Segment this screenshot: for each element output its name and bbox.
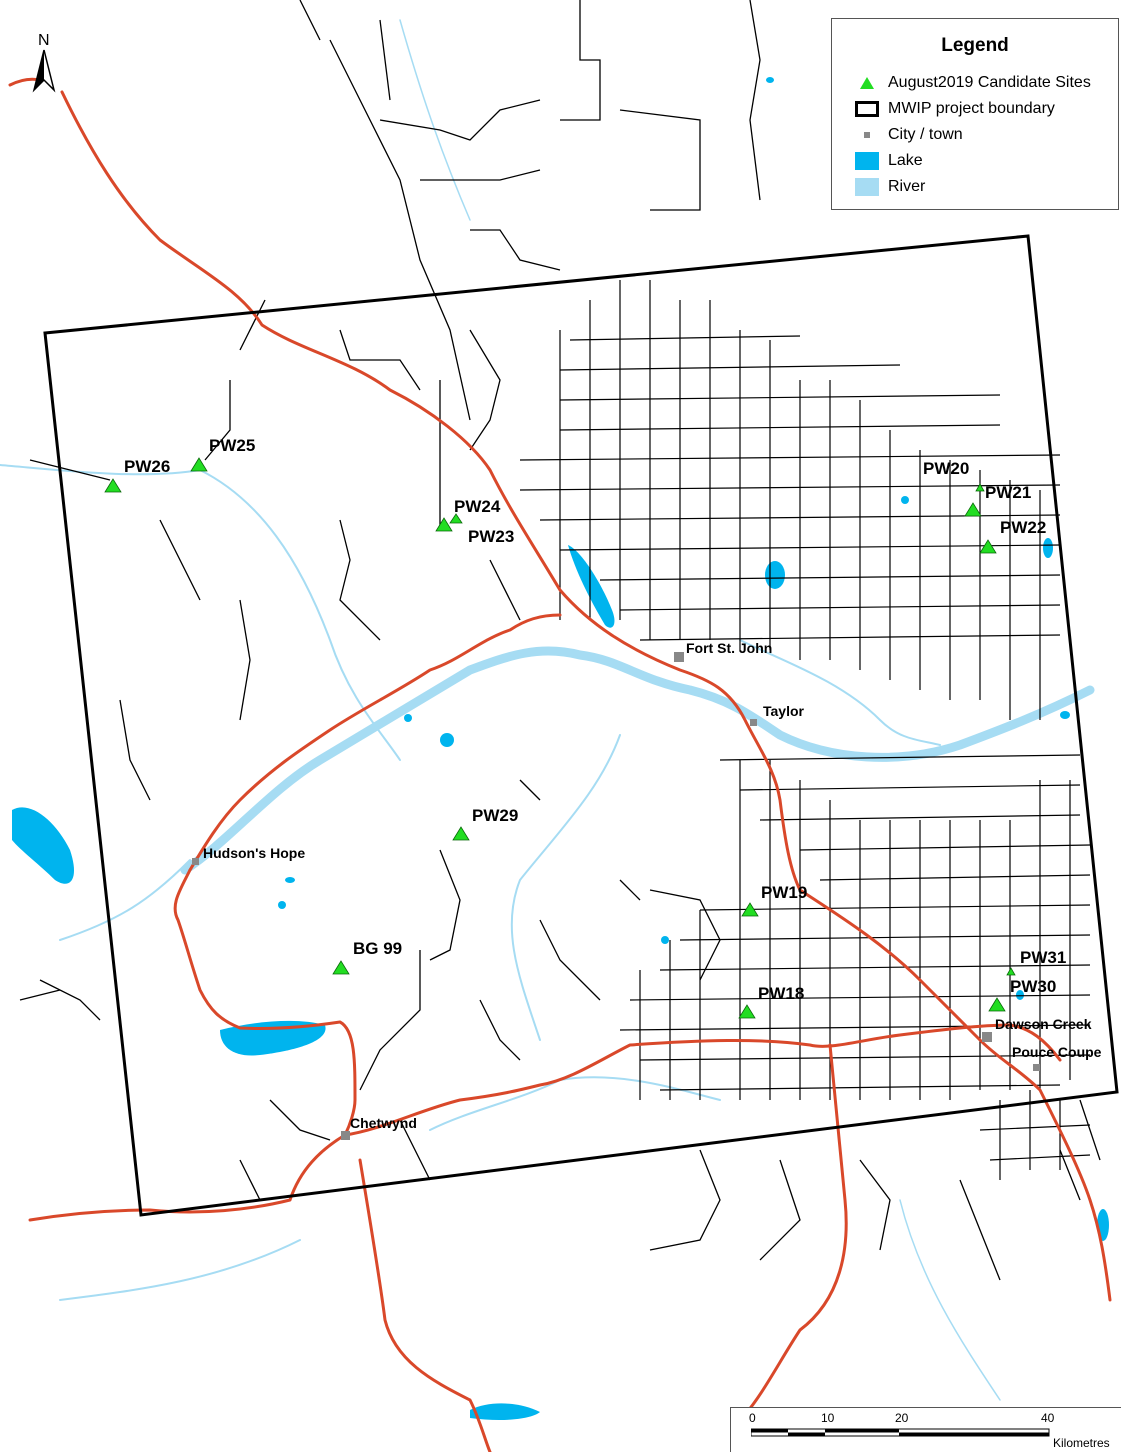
site-label-pw30: PW30 xyxy=(1010,977,1056,996)
pond-1 xyxy=(404,714,412,722)
town-label-fort-st-john: Fort St. John xyxy=(686,640,772,656)
site-label-pw26: PW26 xyxy=(124,457,170,476)
river-trib-5 xyxy=(429,1076,721,1131)
peace-river xyxy=(180,646,1095,875)
site-label-pw29: PW29 xyxy=(472,806,518,825)
legend-item-candidate-sites: August2019 Candidate Sites xyxy=(852,71,1091,95)
lake-east xyxy=(765,561,785,589)
pond-8 xyxy=(1016,990,1024,1000)
charlie-lake xyxy=(568,545,615,628)
scale-bar: 0 10 20 40 Kilometres xyxy=(730,1407,1121,1452)
site-marker-pw26[interactable] xyxy=(104,478,122,493)
north-arrow-label: N xyxy=(38,32,50,49)
legend-panel: Legend August2019 Candidate Sites MWIP p… xyxy=(831,18,1119,210)
town-label-chetwynd: Chetwynd xyxy=(350,1115,417,1131)
highways xyxy=(8,77,1112,1452)
river-trib-3 xyxy=(739,639,941,746)
pond-5 xyxy=(901,496,909,504)
legend-item-lake: Lake xyxy=(852,149,923,173)
town-square-icon xyxy=(852,124,882,146)
lake-bottom xyxy=(470,1403,540,1420)
highway-north xyxy=(60,90,1112,1302)
river-trib-7 xyxy=(399,19,471,221)
legend-item-city-town: City / town xyxy=(852,123,963,147)
town-marker-pouce-coupe[interactable] xyxy=(1033,1064,1040,1071)
pond-4 xyxy=(661,936,669,944)
scale-tick-20: 20 xyxy=(895,1411,909,1425)
site-label-pw18: PW18 xyxy=(758,984,804,1003)
site-label-pw23: PW23 xyxy=(468,527,514,546)
town-label-hudsons-hope: Hudson's Hope xyxy=(203,845,305,861)
rivers xyxy=(0,19,1095,1401)
site-marker-pw29[interactable] xyxy=(452,826,470,841)
town-marker-taylor[interactable] xyxy=(750,719,757,726)
site-label-pw21: PW21 xyxy=(985,483,1031,502)
site-label-pw25: PW25 xyxy=(209,436,255,455)
pond-3 xyxy=(278,901,286,909)
town-marker-chetwynd[interactable] xyxy=(341,1131,350,1140)
site-label-pw22: PW22 xyxy=(1000,518,1046,537)
pond-2 xyxy=(285,877,295,883)
site-marker-pw18[interactable] xyxy=(738,1004,756,1019)
boundary-box-icon xyxy=(852,98,882,120)
road-grid-north xyxy=(519,280,1061,720)
site-marker-pw22[interactable] xyxy=(979,539,997,554)
river-trib-1 xyxy=(0,464,401,761)
highway-south xyxy=(358,1158,492,1452)
river-trib-4 xyxy=(59,859,191,941)
lake-swatch-icon xyxy=(852,150,882,172)
highway-south-east xyxy=(738,1043,848,1422)
river-trib-6 xyxy=(59,1239,301,1301)
candidate-sites xyxy=(104,457,1016,1019)
highway-chetwynd-east xyxy=(343,1023,1062,1137)
site-marker-pw31[interactable] xyxy=(1006,967,1016,976)
project-boundary[interactable] xyxy=(43,234,1119,1217)
site-marker-pw24[interactable] xyxy=(449,513,463,524)
site-label-pw31: PW31 xyxy=(1020,948,1066,967)
scale-unit-label: Kilometres xyxy=(1053,1436,1110,1450)
town-marker-hudsons-hope[interactable] xyxy=(192,858,199,865)
pond-6 xyxy=(766,77,774,83)
triangle-icon xyxy=(852,72,882,94)
pond-7 xyxy=(1060,711,1070,719)
town-label-taylor: Taylor xyxy=(763,703,805,719)
towns: Fort St. John Taylor Hudson's Hope Dawso… xyxy=(192,640,1102,1140)
site-marker-pw21[interactable] xyxy=(975,483,985,492)
scale-tick-40: 40 xyxy=(1041,1411,1055,1425)
town-label-pouce-coupe: Pouce Coupe xyxy=(1012,1044,1102,1060)
site-label-pw24: PW24 xyxy=(454,497,501,516)
site-label-bg99: BG 99 xyxy=(353,939,402,958)
river-trib-8 xyxy=(899,1199,1001,1401)
site-marker-pw30[interactable] xyxy=(988,997,1006,1012)
scale-tick-0: 0 xyxy=(749,1411,756,1425)
site-labels: PW25 PW26 PW24 PW23 PW20 PW21 PW22 PW29 … xyxy=(124,436,1066,1003)
town-label-dawson-creek: Dawson Creek xyxy=(995,1016,1092,1032)
town-marker-dawson-creek[interactable] xyxy=(982,1032,992,1042)
legend-title: Legend xyxy=(941,35,1009,56)
road-grid-south xyxy=(619,754,1091,1180)
lake-center xyxy=(440,733,454,747)
highway-hope-south xyxy=(173,868,357,1137)
site-label-pw20: PW20 xyxy=(923,459,969,478)
highway-peace xyxy=(188,613,562,872)
north-arrow: N xyxy=(32,32,56,93)
legend-item-river: River xyxy=(852,175,925,199)
scale-tick-10: 10 xyxy=(821,1411,835,1425)
site-marker-pw19[interactable] xyxy=(741,902,759,917)
williston-lake xyxy=(12,807,75,884)
legend-item-project-boundary: MWIP project boundary xyxy=(852,97,1055,121)
river-swatch-icon xyxy=(852,176,882,198)
scale-bar-graphic xyxy=(751,1428,1050,1437)
site-marker-pw25[interactable] xyxy=(190,457,208,472)
town-marker-fort-st-john[interactable] xyxy=(674,652,684,662)
site-marker-pw20[interactable] xyxy=(964,502,982,517)
site-marker-bg99[interactable] xyxy=(332,960,350,975)
site-marker-pw23[interactable] xyxy=(435,517,453,532)
highway-west xyxy=(28,1133,347,1222)
local-roads xyxy=(19,0,1101,1281)
river-trib-2 xyxy=(510,734,621,1041)
site-label-pw19: PW19 xyxy=(761,883,807,902)
lake-east2 xyxy=(1043,538,1053,558)
